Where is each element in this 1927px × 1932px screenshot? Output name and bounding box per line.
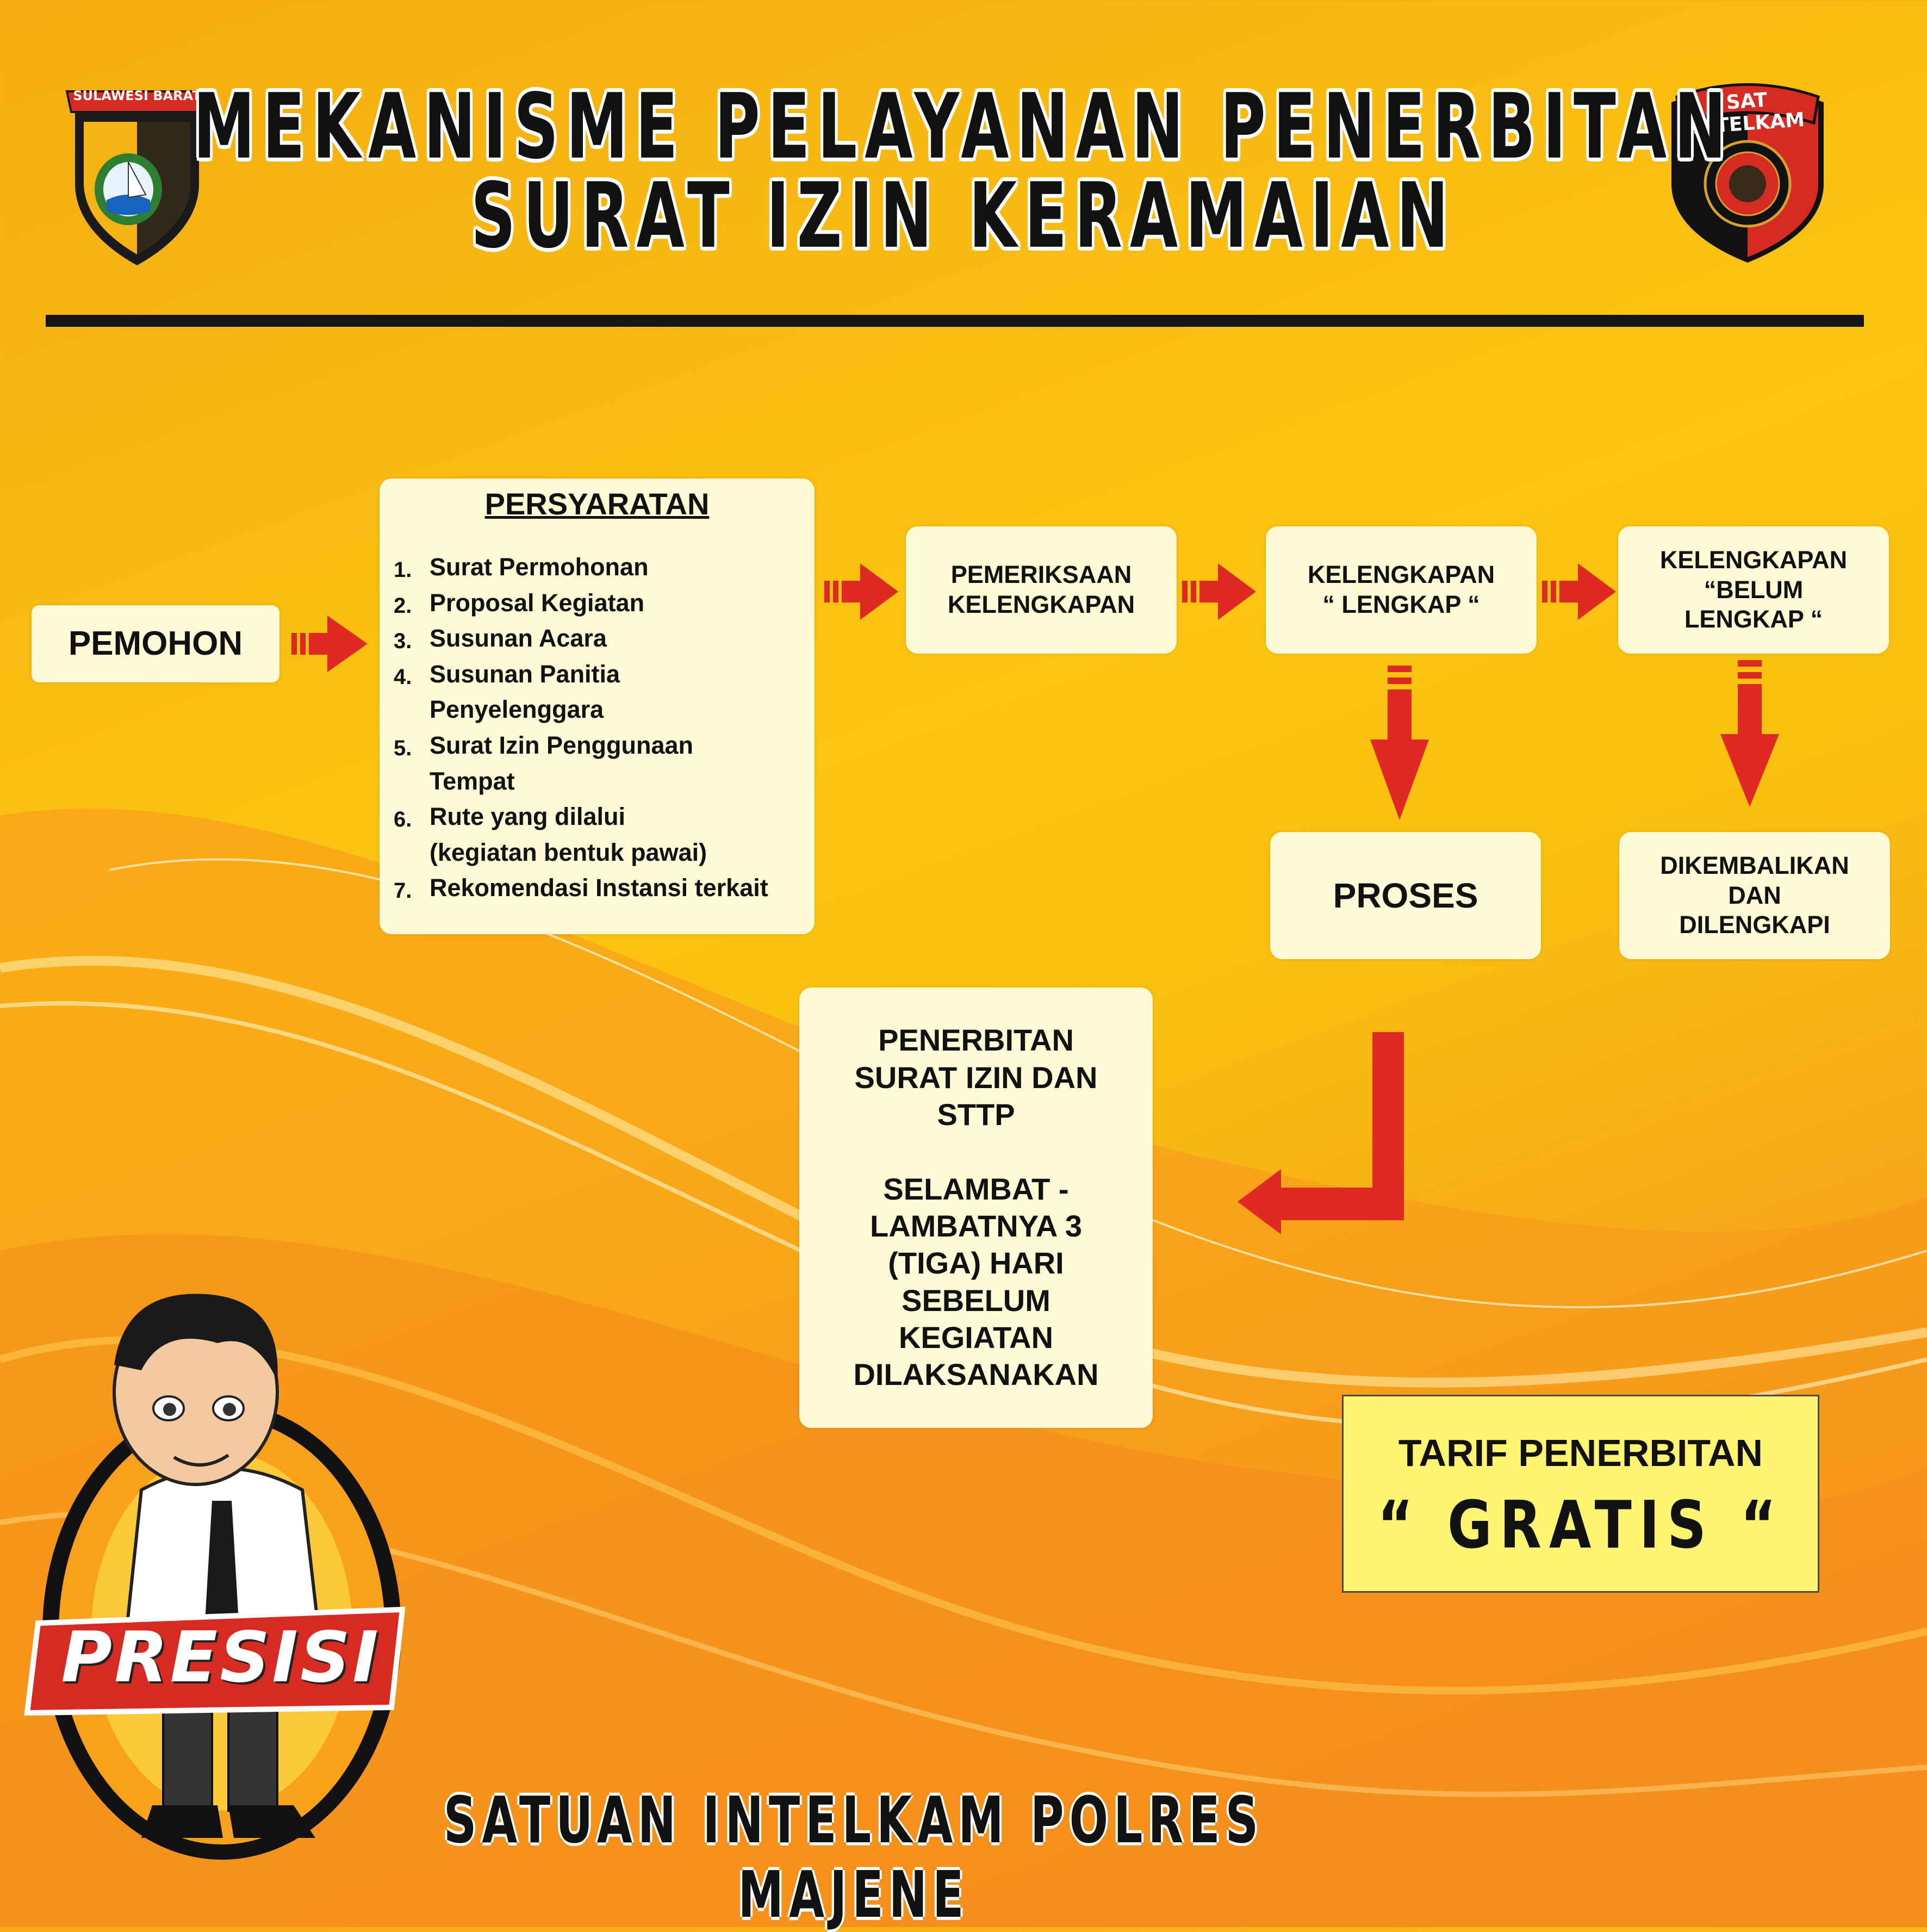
list-item: 6.Rute yang dilalui (kegiatan bentuk paw…	[394, 803, 707, 866]
header-divider	[46, 315, 1864, 327]
proses-label: PROSES	[1333, 875, 1478, 915]
dikembalikan-box: DIKEMBALIKAN DAN DILENGKAPI	[1619, 832, 1890, 959]
list-item: 2.Proposal Kegiatan	[394, 588, 645, 618]
proses-box: PROSES	[1270, 832, 1541, 959]
tarif-value: “ GRATIS “	[1377, 1487, 1784, 1563]
title-line-2: SURAT IZIN KERAMAIAN	[471, 163, 1456, 268]
sat-intelkam-shield-icon	[1671, 83, 1824, 263]
persyaratan-box	[380, 479, 815, 934]
pemeriksaan-box: PEMERIKSAAN KELENGKAPAN	[906, 526, 1177, 654]
dikembalikan-label: DIKEMBALIKAN DAN DILENGKAPI	[1660, 851, 1849, 939]
list-item: 5.Surat Izin Penggunaan Tempat	[394, 731, 694, 795]
list-item: 7.Rekomendasi Instansi terkait	[394, 874, 768, 903]
pemohon-box: PEMOHON	[32, 605, 279, 682]
pemohon-label: PEMOHON	[68, 625, 243, 663]
tarif-box: TARIF PENERBITAN “ GRATIS “	[1342, 1395, 1819, 1593]
belum-lengkap-label: KELENGKAPAN “BELUM LENGKAP “	[1659, 545, 1848, 633]
tarif-label: TARIF PENERBITAN	[1398, 1432, 1763, 1474]
penerbitan-label: PENERBITAN SURAT IZIN DAN STTP SELAMBAT …	[853, 1023, 1099, 1392]
title-line-1: MEKANISME PELAYANAN PENERBITAN	[193, 74, 1734, 179]
penerbitan-box: PENERBITAN SURAT IZIN DAN STTP SELAMBAT …	[799, 987, 1153, 1428]
lengkap-label: KELENGKAPAN “ LENGKAP “	[1307, 561, 1495, 618]
presisi-label: PRESISI	[61, 1617, 381, 1698]
list-item: 3.Susunan Acara	[394, 624, 607, 654]
list-item: 1.Surat Permohonan	[394, 553, 649, 582]
persyaratan-list: 1.Surat Permohonan 2.Proposal Kegiatan 3…	[394, 549, 768, 906]
lengkap-box: KELENGKAPAN “ LENGKAP “	[1266, 526, 1537, 654]
footer-text: SATUAN INTELKAM POLRES MAJENE	[443, 1782, 1264, 1932]
polda-sulbar-shield-icon	[65, 90, 209, 265]
pemeriksaan-label: PEMERIKSAAN KELENGKAPAN	[947, 561, 1135, 618]
persyaratan-title: PERSYARATAN	[484, 487, 710, 521]
belum-lengkap-box: KELENGKAPAN “BELUM LENGKAP “	[1618, 526, 1889, 654]
sulawesi-barat-label: SULAWESI BARAT	[73, 88, 201, 103]
list-item: 4.Susunan Panitia Penyelenggara	[394, 660, 620, 724]
